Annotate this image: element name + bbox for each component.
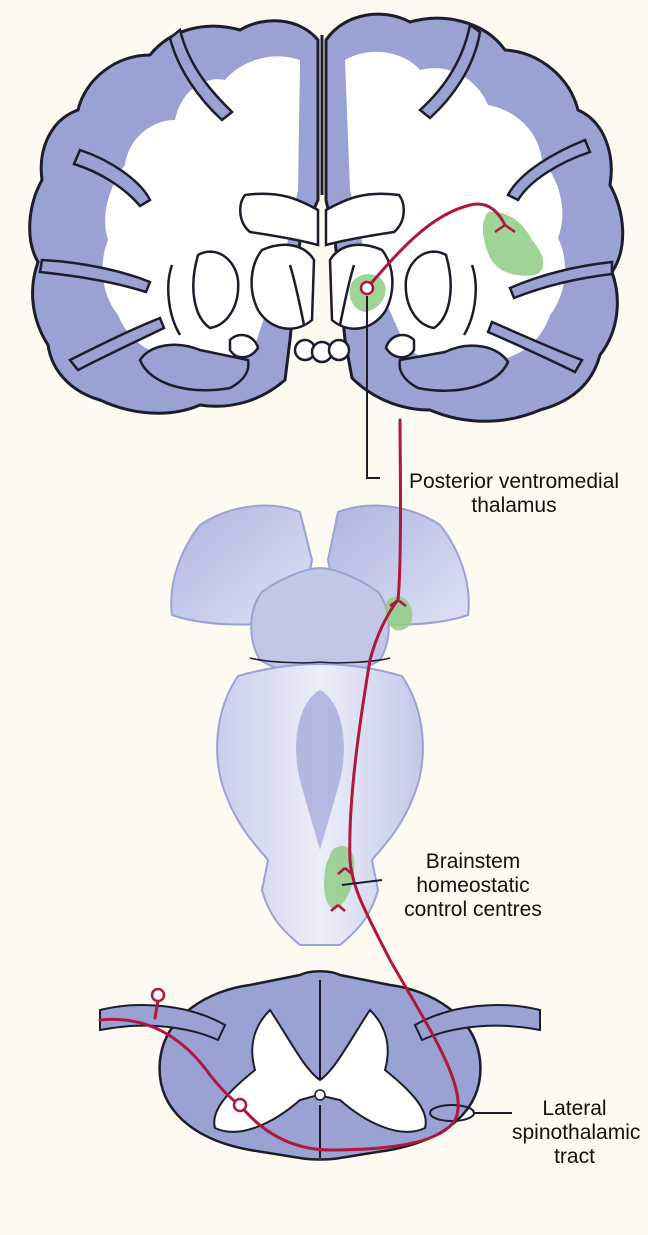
dorsal-horn-cell	[234, 1099, 246, 1111]
spinal-cord-section	[100, 971, 540, 1159]
central-canal	[315, 1090, 325, 1100]
dorsal-root-ganglion-cell	[152, 989, 164, 1001]
label-brainstem: Brainstem homeostatic control centres	[378, 850, 568, 922]
label-thalamus: Posterior ventromedial thalamus	[380, 470, 648, 518]
coronal-brain-section	[30, 14, 623, 421]
thalamic-relay-cell	[361, 282, 373, 294]
midbrain-pons	[251, 568, 389, 676]
label-tract: Lateral spinothalamic tract	[512, 1097, 637, 1169]
